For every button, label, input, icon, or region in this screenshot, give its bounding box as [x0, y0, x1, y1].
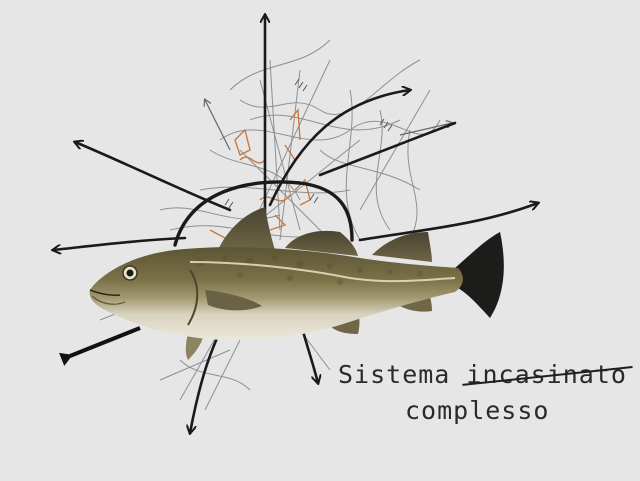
thin-arrows	[205, 100, 452, 151]
dorsal-fin-3	[372, 232, 432, 262]
hatch-marks	[224, 78, 393, 209]
fish-body	[89, 247, 463, 341]
dorsal-fin-2	[285, 230, 358, 256]
caption-line-2: complesso	[405, 396, 550, 425]
caption-line-1: Sistema incasinato	[338, 360, 627, 389]
thin-scribbles	[99, 39, 441, 411]
arrow-upper-left	[75, 142, 232, 212]
arrow-right	[318, 121, 457, 177]
dorsal-fin-1	[218, 207, 275, 250]
lateral-line	[189, 261, 456, 283]
caption-word-sistema: Sistema	[338, 360, 451, 389]
arc-over-fish	[173, 180, 354, 247]
fish-illustration	[89, 207, 504, 360]
arrow-lower-left-bold	[59, 326, 141, 366]
arrow-left	[53, 236, 187, 250]
arrow-right-lower	[358, 203, 538, 242]
ink-arrows	[53, 15, 538, 433]
gill-cover	[187, 269, 199, 326]
tail-fin	[452, 232, 504, 318]
orange-scribbles	[209, 108, 311, 239]
caption-struck-word: incasinato	[466, 360, 627, 389]
pectoral-fin	[205, 290, 262, 311]
fish-mouth	[89, 289, 121, 297]
